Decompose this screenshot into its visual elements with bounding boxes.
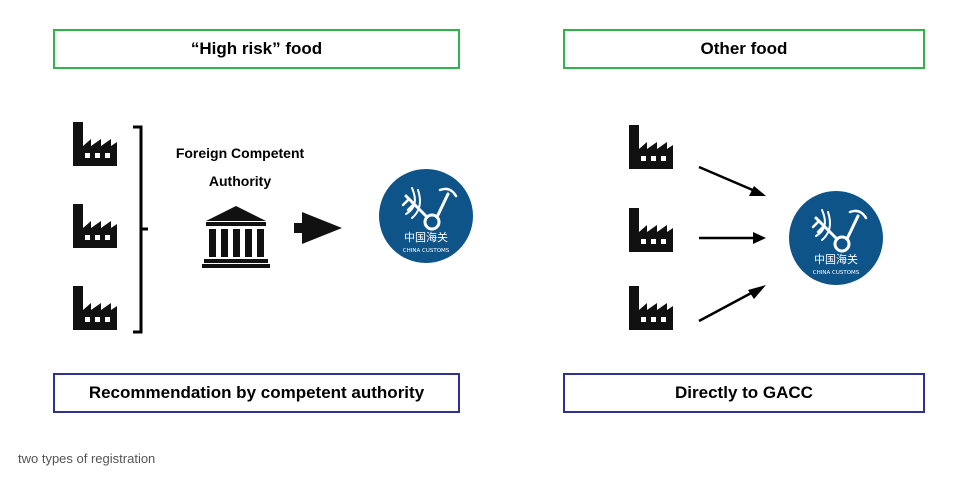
high-risk-food-title: “High risk” food bbox=[53, 29, 460, 69]
customs-logo-cn-text: 中国海关 bbox=[404, 230, 448, 244]
other-food-title-text: Other food bbox=[700, 39, 788, 58]
authority-label-line2: Authority bbox=[208, 173, 272, 189]
customs-logo-en-text: CHINA CUSTOMS bbox=[403, 248, 450, 254]
figure-caption: two types of registration bbox=[18, 451, 156, 466]
customs-logo-cn-text: 中国海关 bbox=[814, 252, 858, 266]
factory-icon bbox=[73, 286, 117, 330]
china-customs-logo: 中国海关 CHINA CUSTOMS bbox=[787, 189, 885, 287]
direct-arrows bbox=[698, 165, 766, 323]
high-risk-footer-text: Recommendation by competent authority bbox=[88, 383, 425, 402]
arrow-line bbox=[698, 165, 756, 193]
other-food-footer-text: Directly to GACC bbox=[675, 383, 813, 402]
arrow-line bbox=[698, 289, 756, 323]
customs-logo-en-text: CHINA CUSTOMS bbox=[813, 270, 860, 276]
government-building-icon bbox=[202, 206, 270, 268]
factory-icon bbox=[629, 208, 673, 252]
authority-label-line1: Foreign Competent bbox=[175, 145, 305, 161]
factory-icon bbox=[73, 204, 117, 248]
grouping-bracket bbox=[133, 125, 148, 334]
factory-icon bbox=[73, 122, 117, 166]
arrowhead-icon bbox=[748, 285, 766, 299]
china-customs-logo: 中国海关 CHINA CUSTOMS bbox=[377, 167, 475, 265]
factory-icon bbox=[629, 286, 673, 330]
arrowhead-icon bbox=[753, 232, 766, 244]
arrowhead-icon bbox=[749, 186, 766, 196]
arrow-right-icon bbox=[294, 212, 342, 244]
other-food-footer: Directly to GACC bbox=[563, 373, 925, 413]
factory-icon bbox=[629, 125, 673, 169]
high-risk-footer: Recommendation by competent authority bbox=[53, 373, 460, 413]
other-food-title: Other food bbox=[563, 29, 925, 69]
high-risk-food-title-text: “High risk” food bbox=[190, 39, 323, 58]
